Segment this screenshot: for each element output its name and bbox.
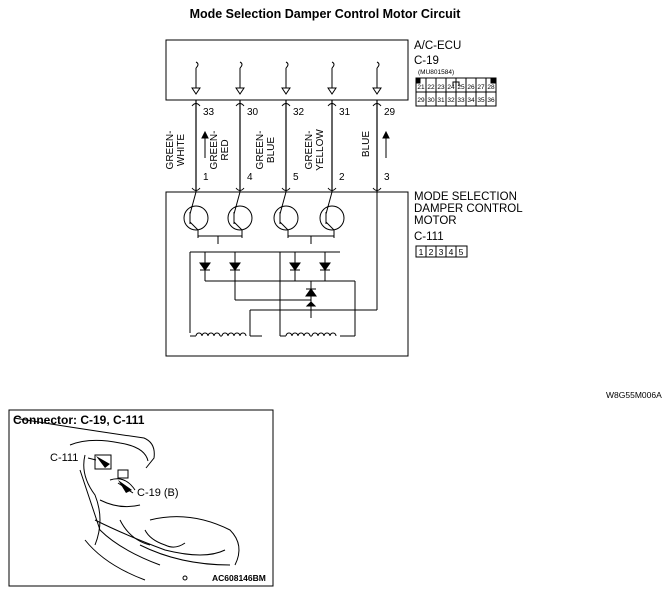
motor-name-line1: MODE SELECTION	[414, 191, 517, 203]
transistors	[183, 191, 345, 231]
wire-color-label: GREEN- YELLOW	[304, 122, 328, 178]
inset-box	[8, 409, 274, 587]
motor-pins-row: 1 2 3 4 5	[416, 247, 467, 257]
ecu-pin-label: 34	[467, 97, 475, 104]
wire-color-label: GREEN- RED	[209, 125, 233, 175]
ecu-pin-label: 27	[477, 84, 485, 91]
inset-label-c19: C-19 (B)	[137, 487, 179, 499]
wire-ecu-pin: 29	[384, 107, 396, 118]
wire-motor-pin: 2	[339, 172, 345, 183]
ecu-pin-label: 28	[487, 84, 495, 91]
current-arrows	[201, 130, 390, 158]
motor-pin-label: 4	[448, 247, 454, 257]
wire-ecu-pin: 33	[203, 107, 215, 118]
ecu-part-number: (MU801584)	[418, 69, 455, 76]
motor-coils	[195, 332, 337, 337]
wire-ecu-pin: 32	[293, 107, 305, 118]
ecu-pin-label: 33	[457, 97, 465, 104]
wire-color-label: GREEN- BLUE	[255, 125, 279, 175]
wire-color-line: GREEN-	[209, 130, 220, 170]
inset-code: AC608146BM	[212, 573, 266, 583]
ecu-pin-label: 29	[417, 97, 425, 104]
ecu-pin-label: 31	[437, 97, 445, 104]
ecu-pin-label: 23	[437, 84, 445, 91]
ecu-pin-label: 35	[477, 97, 485, 104]
motor-connector-marks	[191, 187, 382, 191]
motor-connector-grid	[415, 245, 468, 258]
ecu-pin-label: 32	[447, 97, 455, 104]
wire-motor-pin: 5	[293, 172, 299, 183]
motor-connector-id: C-111	[414, 231, 444, 243]
wire-color-line: YELLOW	[315, 129, 326, 171]
ecu-box	[165, 39, 409, 101]
ecu-pins-top-row: 21 22 23 24 25 26 27 28	[416, 84, 496, 91]
wire-motor-pin: 1	[203, 172, 209, 183]
ecu-pin-label: 25	[457, 84, 465, 91]
harness-wires	[195, 100, 378, 192]
wire-color-line: WHITE	[176, 133, 187, 167]
wire-color-line: GREEN-	[255, 130, 266, 170]
wire-color-line: GREEN-	[304, 130, 315, 170]
inset-title: Connector: C-19, C-111	[13, 413, 145, 427]
figure-code: W8G55M006A	[606, 390, 662, 400]
wire-color-label: GREEN- WHITE	[165, 125, 189, 175]
ecu-connector-grid	[415, 77, 497, 107]
diagram-title: Mode Selection Damper Control Motor Circ…	[189, 7, 461, 21]
motor-pin-label: 2	[428, 247, 434, 257]
wire-color-line: BLUE	[361, 130, 372, 158]
ecu-name: A/C-ECU	[414, 40, 462, 52]
wire-motor-pin: 4	[247, 172, 253, 183]
wire-color-label: BLUE	[361, 122, 373, 166]
ecu-pin-label: 30	[427, 97, 435, 104]
wire-color-line: GREEN-	[165, 130, 176, 170]
ecu-pin-label: 21	[417, 84, 425, 91]
motor-pin-label: 3	[438, 247, 444, 257]
motor-pin-label: 1	[418, 247, 424, 257]
console-sketch	[13, 417, 240, 581]
internal-wiring	[189, 192, 378, 337]
inset-label-c111: C-111	[50, 452, 79, 464]
wire-ecu-pin: 30	[247, 107, 259, 118]
motor-name-line2: DAMPER CONTROL	[414, 203, 523, 215]
wire-motor-pin: 3	[384, 172, 390, 183]
ecu-pin-label: 36	[487, 97, 495, 104]
ecu-pin-label: 26	[467, 84, 475, 91]
motor-name-line3: MOTOR	[414, 215, 457, 227]
ecu-pin-label: 24	[447, 84, 455, 91]
ecu-connector-marks	[191, 103, 382, 107]
motor-box	[165, 191, 409, 357]
diodes	[199, 262, 331, 307]
ecu-pin-label: 22	[427, 84, 435, 91]
inset-arrows	[96, 456, 132, 493]
motor-pin-label: 5	[458, 247, 464, 257]
ecu-pins-bottom-row: 29 30 31 32 33 34 35 36	[416, 97, 496, 104]
wire-ecu-pin: 31	[339, 107, 351, 118]
ecu-terminals	[191, 61, 382, 95]
wire-color-line: BLUE	[266, 136, 277, 164]
wire-color-line: RED	[220, 139, 231, 161]
ecu-connector-id: C-19	[414, 55, 439, 67]
